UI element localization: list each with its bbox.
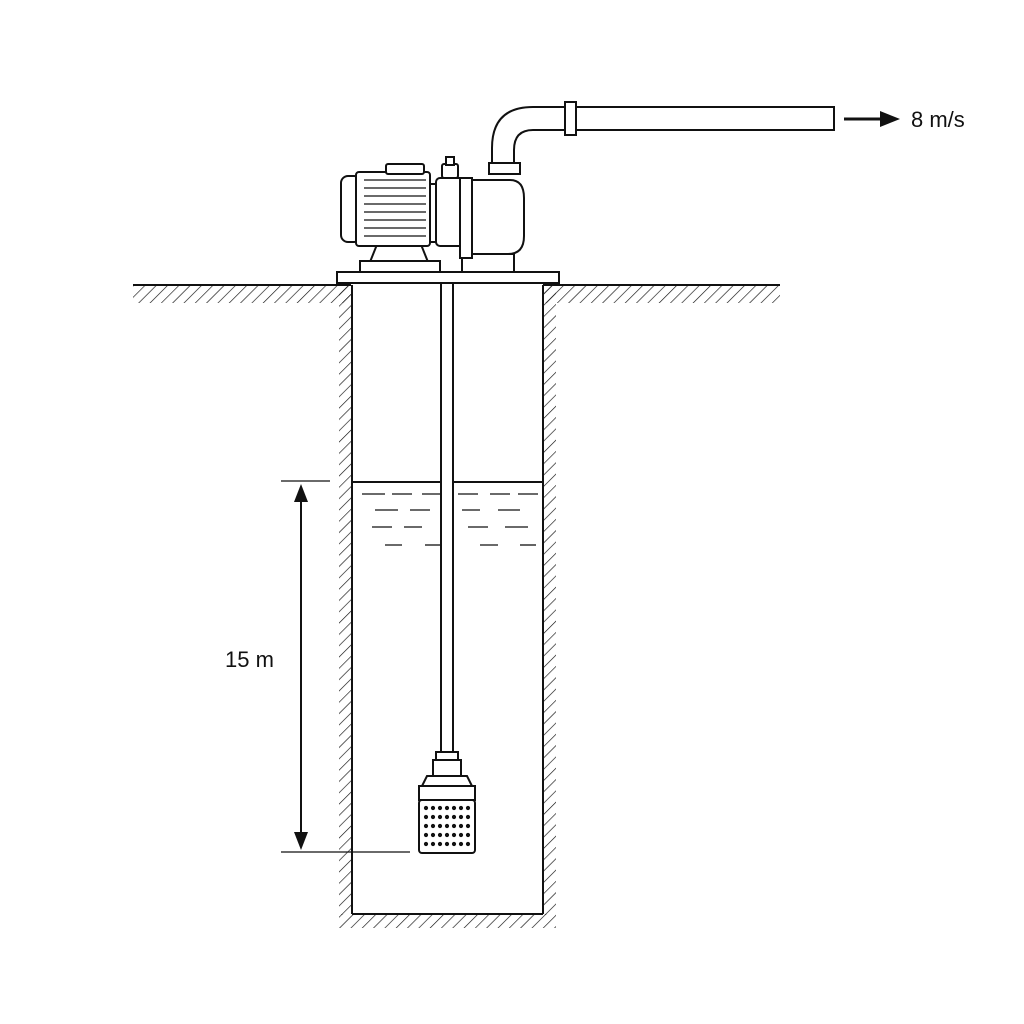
strainer-hole — [437, 832, 443, 838]
suction-pipe — [440, 271, 454, 753]
strainer-hole — [430, 805, 436, 811]
depth-label: 15 m — [225, 647, 274, 672]
strainer-hole — [458, 841, 464, 847]
strainer-hole — [444, 814, 450, 820]
strainer-hole — [423, 814, 429, 820]
strainer-holes — [423, 805, 471, 847]
foot-valve-strainer — [418, 751, 476, 854]
ground-surface — [133, 284, 780, 303]
strainer-hole — [451, 841, 457, 847]
depth-dimension — [281, 480, 410, 853]
strainer-hole — [451, 805, 457, 811]
strainer-hole — [458, 805, 464, 811]
strainer-hole — [465, 832, 471, 838]
strainer-hole — [465, 841, 471, 847]
strainer-hole — [451, 832, 457, 838]
flow-arrow — [844, 111, 900, 127]
strainer-hole — [423, 805, 429, 811]
strainer-hole — [465, 814, 471, 820]
strainer-hole — [430, 823, 436, 829]
strainer-hole — [430, 832, 436, 838]
strainer-hole — [444, 823, 450, 829]
discharge-pipe — [488, 101, 835, 175]
strainer-hole — [444, 805, 450, 811]
strainer-hole — [451, 814, 457, 820]
well-shaft — [339, 285, 556, 928]
water-surface — [352, 481, 543, 546]
strainer-hole — [430, 814, 436, 820]
strainer-hole — [430, 841, 436, 847]
strainer-hole — [458, 823, 464, 829]
strainer-hole — [437, 841, 443, 847]
strainer-hole — [444, 832, 450, 838]
strainer-hole — [437, 823, 443, 829]
strainer-hole — [465, 805, 471, 811]
strainer-hole — [444, 841, 450, 847]
strainer-hole — [423, 823, 429, 829]
strainer-hole — [451, 823, 457, 829]
strainer-hole — [423, 832, 429, 838]
outlet-velocity-label: 8 m/s — [911, 107, 965, 132]
strainer-hole — [458, 832, 464, 838]
pump-unit — [340, 156, 525, 273]
strainer-hole — [437, 814, 443, 820]
strainer-hole — [465, 823, 471, 829]
strainer-hole — [423, 841, 429, 847]
strainer-hole — [437, 805, 443, 811]
base-plate — [336, 271, 560, 284]
strainer-hole — [458, 814, 464, 820]
